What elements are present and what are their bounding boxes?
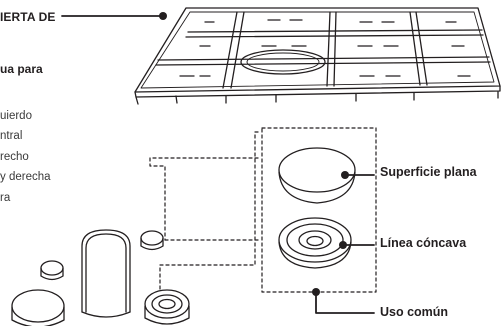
burner-list-item: ntral	[0, 130, 23, 142]
small-cap-left	[40, 260, 64, 281]
heading-leader	[61, 12, 167, 20]
burner-list-item: recho	[0, 151, 29, 163]
flat-cap-dot	[341, 171, 349, 179]
large-cap-bottom-left	[11, 289, 65, 326]
concave-line-label: Línea cóncava	[380, 236, 467, 250]
flat-cap-part	[278, 147, 356, 204]
burner-list-item: uierdo	[0, 110, 32, 122]
section-subheading: ua para	[0, 62, 43, 76]
concave-cap-dot	[339, 241, 347, 249]
small-cap-center	[140, 230, 164, 251]
oval-center-cap	[81, 229, 131, 318]
concave-cap-part	[278, 217, 352, 269]
burner-list-item: ra	[0, 192, 11, 204]
dashed-connectors	[149, 127, 377, 293]
flat-surface-label: Superficie plana	[380, 165, 477, 179]
concave-cap-bottom	[144, 289, 190, 325]
grate-illustration	[134, 7, 501, 105]
common-use-leader	[312, 288, 375, 314]
section-heading: IERTA DE	[0, 10, 56, 24]
common-use-label: Uso común	[380, 305, 449, 319]
burner-list-item: y derecha	[0, 171, 51, 183]
